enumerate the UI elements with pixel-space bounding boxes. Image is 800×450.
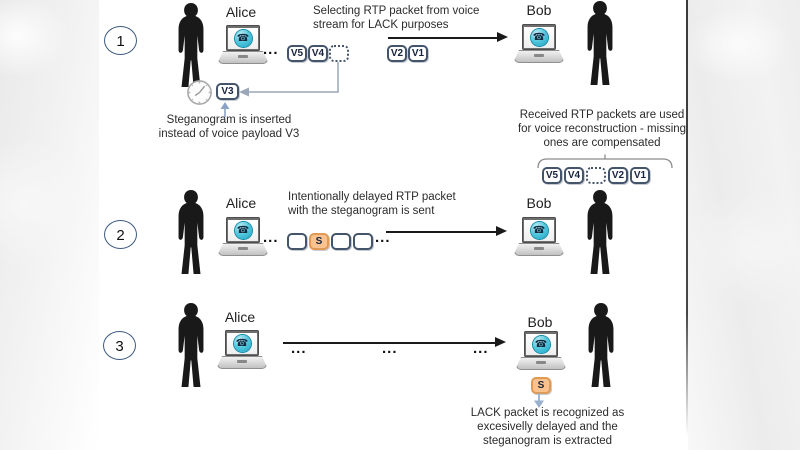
arrow-head-icon <box>496 226 507 236</box>
voip-call-icon: ☎ <box>234 30 252 47</box>
step-number-badge: 2 <box>104 220 137 249</box>
right-edge-gradient <box>688 0 800 450</box>
packet-v3-steganogram: V3 <box>216 83 239 100</box>
step1-note-line1: Steganogram is inserted <box>166 114 292 126</box>
packet-empty <box>331 233 351 250</box>
laptop-screen: ☎ <box>524 331 558 357</box>
step3-note-line2: excesivelly delayed and the <box>477 421 618 433</box>
phone-icon: ☎ <box>236 32 250 44</box>
alice-laptop-icon: ☎ <box>218 25 268 66</box>
receiver-note-line2: for voice reconstruction - missing <box>517 123 687 135</box>
laptop-base <box>514 243 564 256</box>
clock-icon <box>187 80 212 105</box>
stream-ellipsis: ... <box>382 340 398 357</box>
receiver-note-line3: ones are compensated <box>543 137 661 149</box>
step1-note-line2: instead of voice payload V3 <box>158 128 300 140</box>
laptop-screen: ☎ <box>225 330 259 356</box>
voip-call-icon: ☎ <box>234 222 252 239</box>
alice-person-icon <box>178 3 204 88</box>
packet-empty <box>353 233 373 250</box>
step2-caption-line2: with the steganogram is sent <box>288 205 435 217</box>
stream-ellipsis: ... <box>291 340 307 357</box>
alice-laptop-icon: ☎ <box>217 330 267 371</box>
alice-to-bob-arrow <box>386 231 499 233</box>
bob-laptop-icon: ☎ <box>516 331 566 372</box>
alice-person-icon <box>178 190 204 275</box>
bob-person-icon <box>588 303 614 388</box>
alice-label: Alice <box>225 195 257 211</box>
bob-label: Bob <box>526 2 552 18</box>
laptop-screen: ☎ <box>522 217 556 243</box>
laptop-screen: ☎ <box>226 217 260 243</box>
down-arrow-icon <box>534 393 544 408</box>
received-packet-v1: V1 <box>630 167 650 184</box>
bob-person-icon <box>587 1 613 86</box>
step1-note: Steganogram is inserted instead of voice… <box>147 113 311 141</box>
phone-icon: ☎ <box>236 224 250 236</box>
step2-caption-line1: Intentionally delayed RTP packet <box>288 191 456 203</box>
left-edge-gradient <box>0 0 99 450</box>
laptop-base <box>514 50 564 63</box>
arrow-head-icon <box>497 32 508 42</box>
alice-label: Alice <box>224 309 256 325</box>
arrow-head-icon <box>495 337 506 347</box>
received-packet-v5: V5 <box>542 167 562 184</box>
alice-to-bob-arrow <box>283 342 498 344</box>
packet-v4: V4 <box>308 45 328 62</box>
step1-caption-line1: Selecting RTP packet from voice <box>313 5 480 17</box>
bob-label: Bob <box>526 195 552 211</box>
phone-icon: ☎ <box>534 338 548 350</box>
bob-person-icon <box>587 190 613 275</box>
stream-ellipsis: ... <box>375 229 391 246</box>
step3-note: LACK packet is recognized as excesivelly… <box>455 406 640 448</box>
received-packet-v4: V4 <box>564 167 584 184</box>
up-arrow-icon <box>220 102 230 117</box>
received-packet-v2: V2 <box>608 167 628 184</box>
bob-label: Bob <box>527 314 553 330</box>
step2-receiver-note: Received RTP packets are used for voice … <box>502 108 702 150</box>
step-number-badge: 1 <box>104 26 137 55</box>
bob-laptop-icon: ☎ <box>514 217 564 258</box>
voip-call-icon: ☎ <box>233 335 251 352</box>
voip-call-icon: ☎ <box>530 222 548 239</box>
laptop-screen: ☎ <box>522 24 556 50</box>
alice-to-bob-arrow <box>388 37 500 39</box>
bob-laptop-icon: ☎ <box>514 24 564 65</box>
stream-ellipsis: ... <box>263 229 279 246</box>
received-packet-missing-slot <box>586 167 606 184</box>
packet-empty <box>287 233 307 250</box>
brace-icon <box>537 154 673 169</box>
voip-call-icon: ☎ <box>530 29 548 46</box>
alice-laptop-icon: ☎ <box>218 217 268 258</box>
laptop-base <box>217 356 267 369</box>
phone-icon: ☎ <box>532 224 546 236</box>
laptop-screen: ☎ <box>226 25 260 51</box>
packet-v5: V5 <box>287 45 307 62</box>
step3-note-line3: steganogram is extracted <box>482 435 613 447</box>
packet-steganogram: S <box>309 233 329 250</box>
alice-label: Alice <box>225 4 257 20</box>
alice-person-icon <box>178 303 204 388</box>
slide-edge-line <box>686 0 688 436</box>
selected-packet-connector <box>239 62 339 97</box>
packet-missing-slot <box>329 45 349 62</box>
laptop-base <box>516 357 566 370</box>
step-number-badge: 3 <box>103 331 136 360</box>
extracted-steganogram-packet: S <box>531 377 551 394</box>
packet-v1: V1 <box>408 45 428 62</box>
phone-icon: ☎ <box>235 337 249 349</box>
voip-call-icon: ☎ <box>532 336 550 353</box>
phone-icon: ☎ <box>532 31 546 43</box>
step3-note-line1: LACK packet is recognized as <box>470 407 625 419</box>
laptop-base <box>218 243 268 256</box>
step1-caption-line2: stream for LACK purposes <box>313 19 449 31</box>
stream-ellipsis: ... <box>473 340 489 357</box>
packet-v2: V2 <box>387 45 407 62</box>
receiver-note-line1: Received RTP packets are used <box>519 109 685 121</box>
stream-ellipsis: ... <box>263 41 279 58</box>
